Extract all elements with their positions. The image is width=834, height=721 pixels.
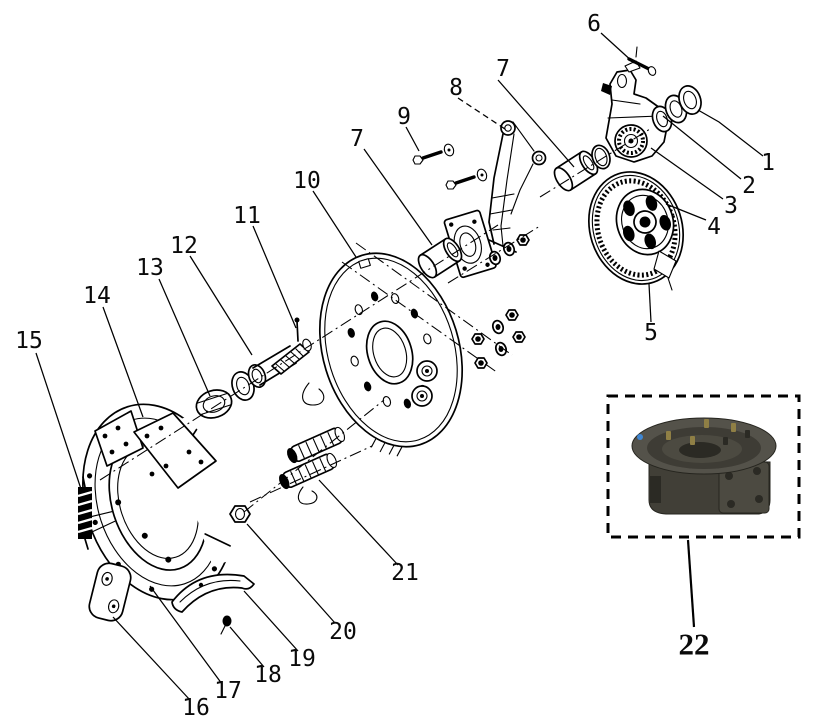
- leader-line-part-17: [149, 585, 223, 685]
- part-label-1: 1: [761, 150, 775, 176]
- spring-hook-wire: [302, 382, 325, 406]
- part-label-11: 11: [233, 203, 261, 229]
- part-label-2: 2: [742, 173, 756, 199]
- part-label-17: 17: [214, 678, 242, 704]
- part-label-21: 21: [391, 560, 419, 586]
- part-label-7: 7: [496, 56, 510, 82]
- leader-line-part-9: [405, 126, 420, 152]
- inset-border: [606, 394, 801, 539]
- leader-line-part-18: [229, 626, 265, 668]
- leader-line-part-5: [648, 283, 652, 323]
- leader-line-part-6: [600, 32, 635, 64]
- part-label-6: 6: [587, 11, 601, 37]
- part-label-22: 22: [679, 627, 710, 662]
- shield-bolt: [220, 615, 232, 635]
- part-label-20: 20: [329, 619, 357, 645]
- part-label-14: 14: [83, 283, 111, 309]
- axis-line-7: [249, 445, 373, 503]
- part-label-8: 8: [449, 75, 463, 101]
- leader-line-part-15: [35, 352, 83, 493]
- camshaft-pin: [294, 317, 300, 342]
- leader-line-part-7: [497, 79, 575, 168]
- part-label-15: 15: [15, 328, 43, 354]
- leader-line-part-8: [457, 97, 506, 130]
- axis-line-2: [355, 242, 513, 356]
- backing-plate: [318, 252, 464, 457]
- leader-lines: [35, 32, 764, 701]
- leader-line-part-13: [158, 278, 211, 397]
- leader-line-part-11: [252, 225, 297, 329]
- part-label-4: 4: [707, 214, 721, 240]
- axis-line-6: [243, 399, 385, 513]
- axis-line-1: [99, 224, 499, 481]
- shoe-roller-lower: [279, 452, 338, 490]
- brake-drum-hub: [587, 171, 685, 291]
- assembled-view-inset: [606, 394, 801, 539]
- assembly-axis-lines: [99, 128, 651, 513]
- leader-line-part-20: [246, 523, 336, 624]
- leader-line-part-3: [650, 147, 724, 200]
- slack-adjuster-arm: [601, 60, 669, 163]
- washer-stack: [651, 85, 702, 133]
- part-label-5: 5: [644, 320, 658, 346]
- leader-line-part-19: [243, 590, 299, 652]
- brake-lining-pad-rear: [94, 410, 144, 467]
- part-label-16: 16: [182, 695, 210, 721]
- brake-lining-pad-front: [133, 412, 217, 489]
- return-spring-hook: [297, 486, 318, 505]
- return-spring: [77, 476, 93, 550]
- dust-shield: [171, 573, 255, 613]
- leader-line-part-22: [686, 539, 696, 628]
- brake-shoe-assembly: [82, 397, 294, 601]
- assembled-brake-photo: [631, 417, 777, 515]
- camshaft: [195, 338, 312, 419]
- part-label-7: 7: [350, 126, 364, 152]
- leader-line-part-16: [112, 616, 191, 701]
- cam-boss-upper: [416, 360, 438, 382]
- leader-line-part-4: [665, 203, 707, 221]
- anchor-nut: [229, 505, 251, 523]
- leader-line-part-1: [697, 109, 764, 157]
- leader-line-part-2: [662, 115, 742, 180]
- drum-clip: [653, 250, 677, 291]
- part-label-3: 3: [724, 193, 738, 219]
- part-label-13: 13: [136, 255, 164, 281]
- leader-line-part-10: [312, 190, 357, 258]
- bracket-bolt-1: [412, 143, 455, 165]
- part-label-10: 10: [293, 168, 321, 194]
- anchor-bracket: [88, 562, 132, 622]
- bracket-bolt-2: [445, 168, 488, 190]
- axis-line-3: [341, 261, 499, 374]
- leader-line-part-21: [318, 479, 399, 566]
- camshaft-bracket: [488, 120, 547, 253]
- leader-line-part-12: [189, 255, 253, 356]
- part-label-19: 19: [288, 646, 316, 672]
- cam-bushing-outer: [553, 150, 599, 192]
- leader-line-part-7: [363, 148, 433, 246]
- mounting-nuts-washers: [471, 234, 530, 369]
- cam-bushing-inner: [417, 237, 463, 279]
- part-label-12: 12: [170, 233, 198, 259]
- leader-line-part-14: [102, 306, 144, 418]
- part-label-9: 9: [397, 104, 411, 130]
- part-label-18: 18: [254, 662, 282, 688]
- cam-boss-lower: [411, 385, 433, 407]
- o-ring: [591, 144, 611, 170]
- axis-line-4: [447, 225, 541, 284]
